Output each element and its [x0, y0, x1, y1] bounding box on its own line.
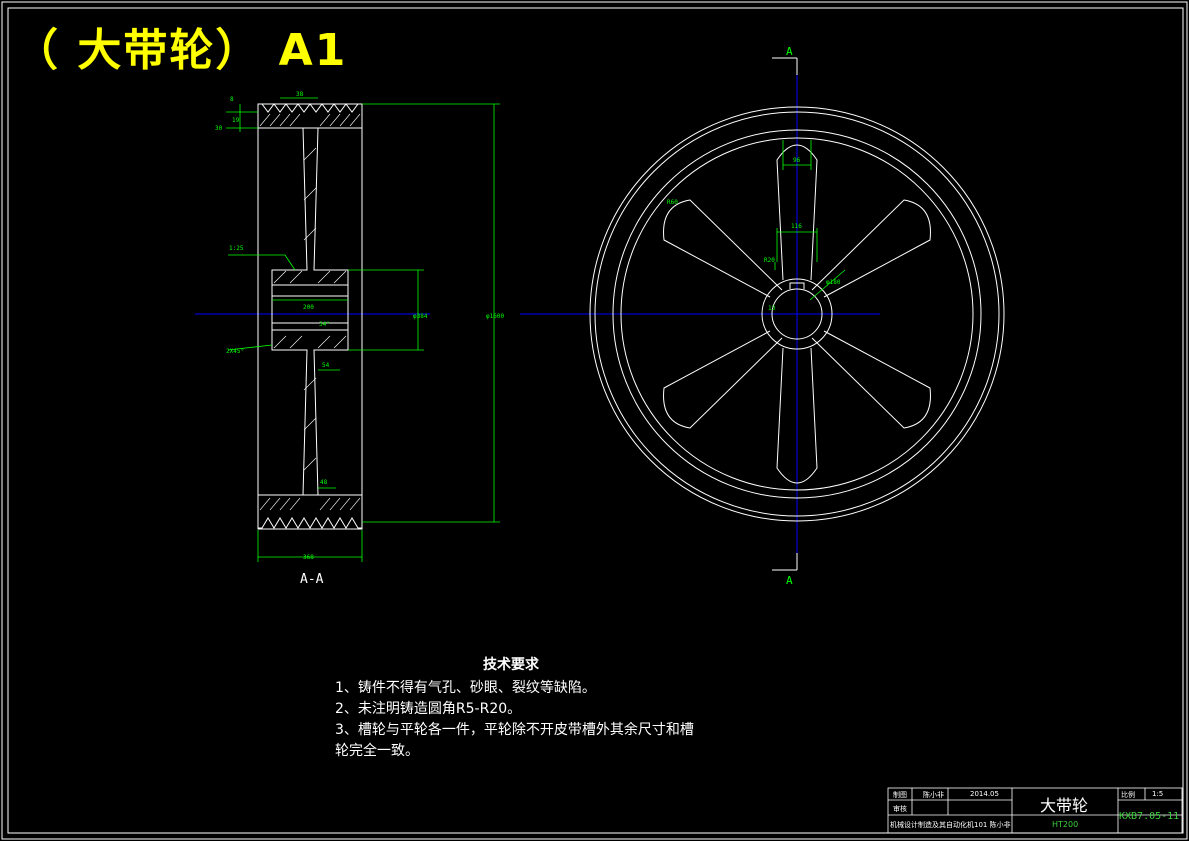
tb-date: 2014.05	[970, 790, 999, 798]
dim-54: 54	[322, 362, 330, 369]
dim-taper: 1:25	[229, 245, 244, 252]
dim-angle: 34°	[319, 321, 330, 328]
rim-top	[257, 103, 363, 129]
dim-13: 13	[768, 305, 776, 312]
tech-req-line-2: 2、未注明铸造圆角R5-R20。	[335, 701, 522, 717]
dim-19: 19	[232, 117, 240, 124]
cut-markers	[772, 57, 798, 571]
tb-scale: 1:5	[1152, 790, 1164, 798]
tb-part-name: 大带轮	[1040, 796, 1089, 815]
cut-label-top: A	[786, 45, 793, 58]
dim-hub-dia: φ384	[413, 313, 428, 320]
cut-label-bottom: A	[786, 574, 793, 587]
front-view	[520, 57, 1005, 571]
dim-48: 48	[320, 479, 328, 486]
spokes	[663, 144, 931, 484]
hatching	[259, 113, 361, 511]
dim-8: 8	[230, 96, 234, 103]
technical-requirements: 技术要求 1、铸件不得有气孔、砂眼、裂纹等缺陷。 2、未注明铸造圆角R5-R20…	[335, 655, 694, 762]
tb-drawing-no: KXB7.05-11	[1119, 811, 1180, 822]
tech-req-line-4: 轮完全一致。	[335, 743, 419, 759]
inner-border	[7, 7, 1184, 834]
dim-bore-len: 200	[303, 304, 314, 311]
section-dims	[226, 97, 500, 562]
dim-r60: R60	[667, 199, 678, 206]
dim-bore: φ180	[826, 279, 841, 286]
dim-30: 30	[215, 125, 223, 132]
tech-req-line-3: 3、槽轮与平轮各一件，平轮除不开皮带槽外其余尺寸和槽	[335, 722, 694, 738]
tb-drawn-by: 陈小非	[923, 791, 944, 799]
tech-req-heading: 技术要求	[483, 657, 539, 673]
dim-r20: R20	[764, 257, 775, 264]
tb-review-label: 审核	[893, 805, 907, 813]
dim-368: 368	[303, 554, 314, 561]
tb-scale-label: 比例	[1121, 791, 1135, 799]
dim-116: 116	[791, 223, 802, 230]
dim-38: 38	[296, 91, 304, 98]
section-label: A-A	[300, 572, 324, 587]
section-view	[195, 97, 500, 562]
tb-school: 机械设计制造及其自动化机101 陈小非	[890, 821, 1011, 829]
title-block-lines	[887, 787, 1183, 834]
drawing-title: （ 大带轮） A1	[14, 25, 348, 76]
rim-bottom	[257, 494, 363, 529]
tb-material: HT200	[1052, 820, 1079, 829]
dim-text: 8 38 19 30 1:25 200 2X45° φ384 φ1600 54 …	[215, 91, 841, 561]
dim-outer-dia: φ1600	[486, 313, 504, 320]
dim-96: 96	[793, 157, 801, 164]
tech-req-line-1: 1、铸件不得有气孔、砂眼、裂纹等缺陷。	[335, 680, 596, 696]
tb-drawn-label: 制图	[893, 791, 907, 799]
front-dims	[774, 140, 846, 301]
dim-chamfer: 2X45°	[226, 348, 244, 355]
